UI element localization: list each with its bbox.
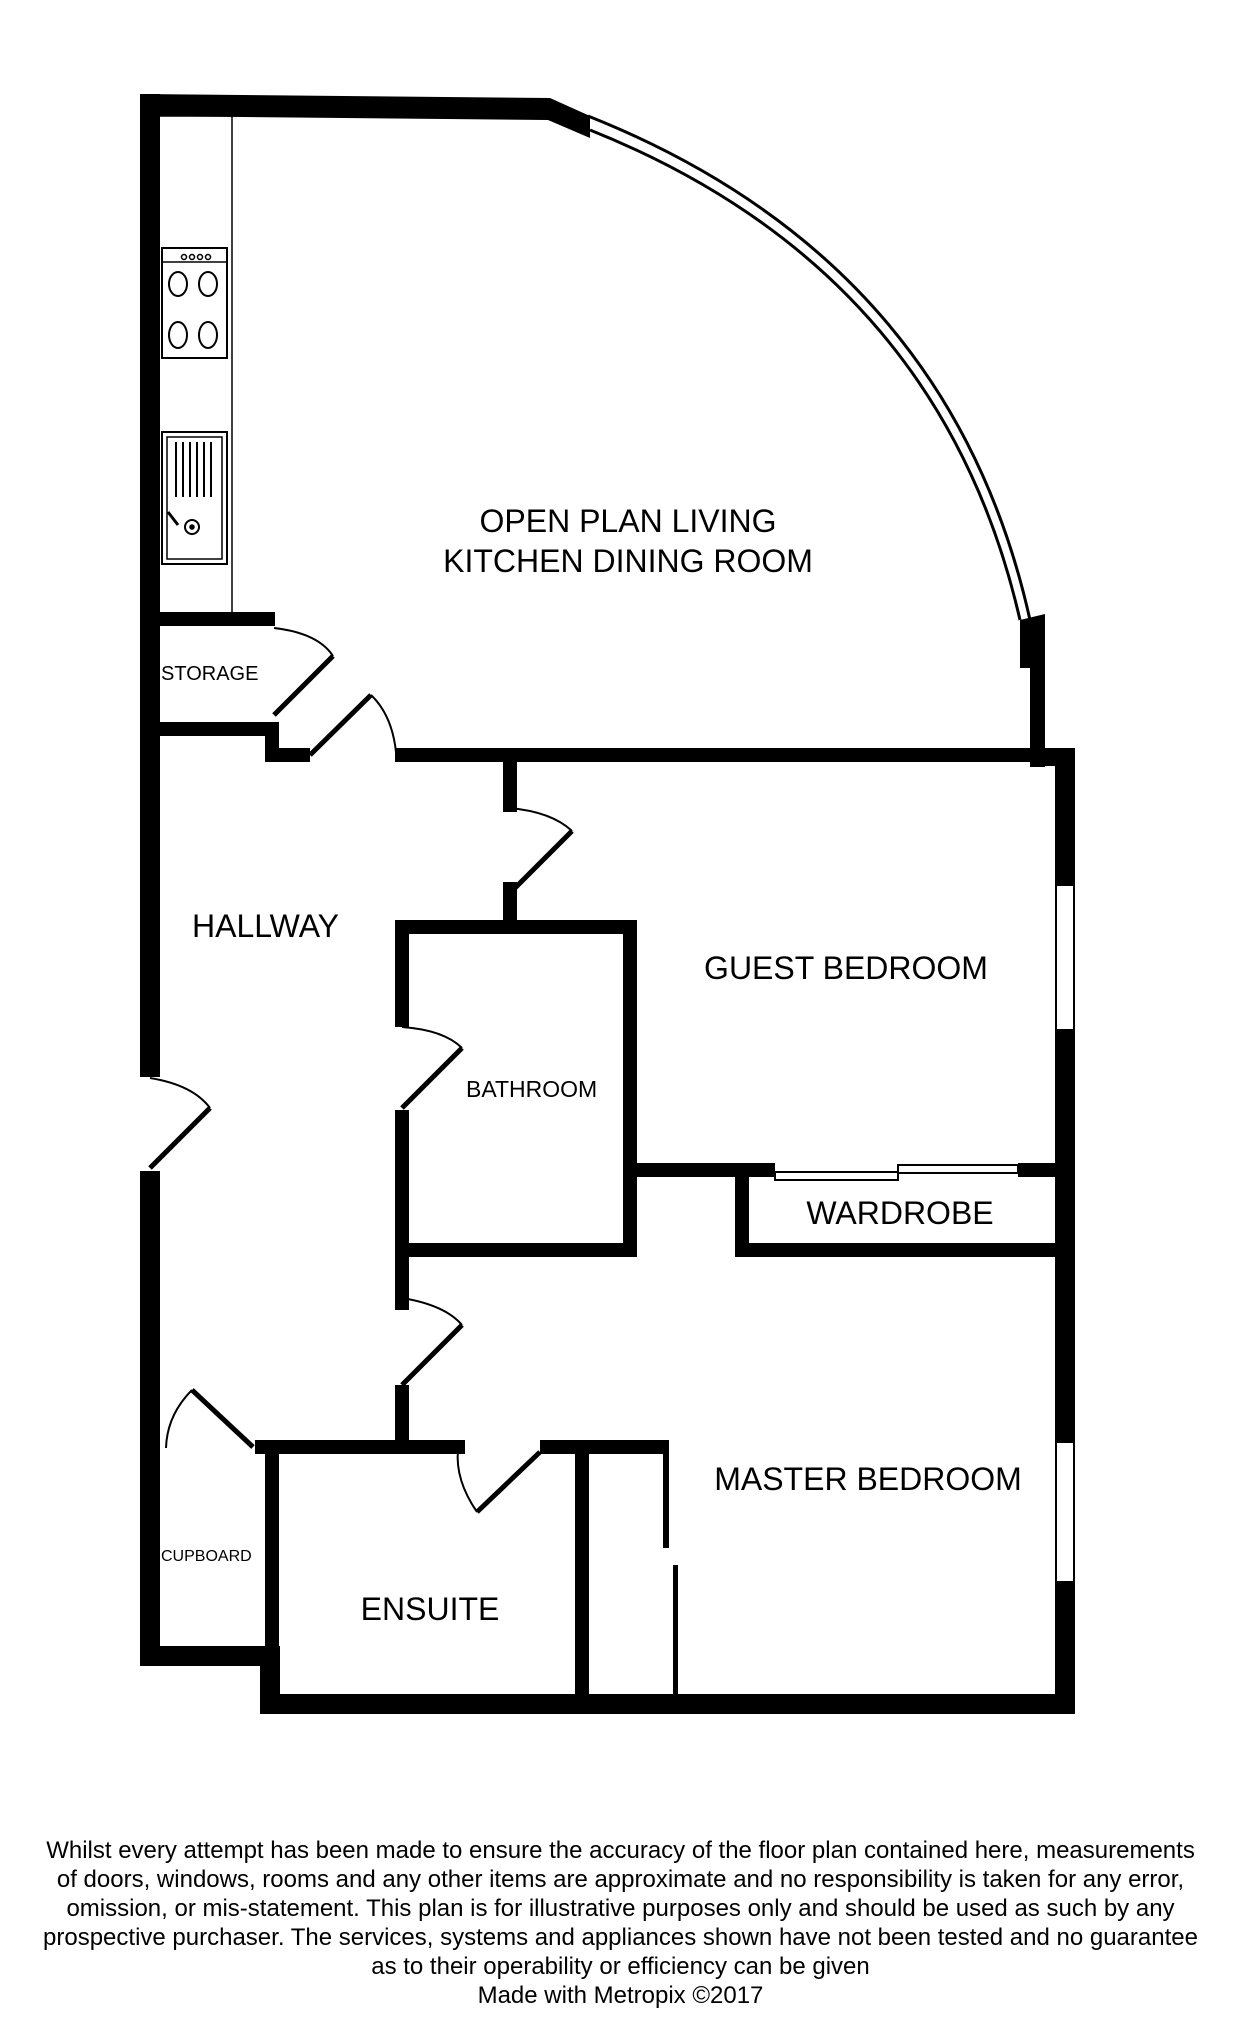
wardrobe-label: WARDROBE xyxy=(806,1195,993,1231)
room-labels: OPEN PLAN LIVING KITCHEN DINING ROOM STO… xyxy=(161,503,1022,1627)
hob-icon xyxy=(161,247,228,359)
bay-window xyxy=(587,114,1032,621)
disclaimer-line: prospective purchaser. The services, sys… xyxy=(43,1924,1198,1951)
cupboard-label: CUPBOARD xyxy=(161,1548,252,1565)
floor-plan: OPEN PLAN LIVING KITCHEN DINING ROOM STO… xyxy=(140,94,1075,1714)
kitchen-counter xyxy=(160,115,233,612)
doors xyxy=(148,627,1019,1514)
walls xyxy=(140,94,1075,1714)
disclaimer-line: omission, or mis-statement. This plan is… xyxy=(66,1895,1175,1922)
storage-label: STORAGE xyxy=(161,663,258,685)
windows xyxy=(1055,884,1075,1583)
sink-icon xyxy=(161,431,228,565)
ensuite-label: ENSUITE xyxy=(361,1591,500,1627)
disclaimer-line: Whilst every attempt has been made to en… xyxy=(46,1837,1195,1864)
living-label-line1: OPEN PLAN LIVING xyxy=(480,503,777,539)
credit: Made with Metropix ©2017 xyxy=(477,1982,764,2009)
bathroom-label: BATHROOM xyxy=(466,1076,597,1102)
disclaimer-line: of doors, windows, rooms and any other i… xyxy=(56,1866,1185,1893)
living-label-line2: KITCHEN DINING ROOM xyxy=(443,543,813,579)
hallway-label: HALLWAY xyxy=(192,908,339,944)
master-bedroom-label: MASTER BEDROOM xyxy=(714,1461,1022,1497)
disclaimer: Whilst every attempt has been made to en… xyxy=(0,1836,1241,2010)
guest-bedroom-label: GUEST BEDROOM xyxy=(704,950,988,986)
disclaimer-line: as to their operability or efficiency ca… xyxy=(371,1953,870,1980)
